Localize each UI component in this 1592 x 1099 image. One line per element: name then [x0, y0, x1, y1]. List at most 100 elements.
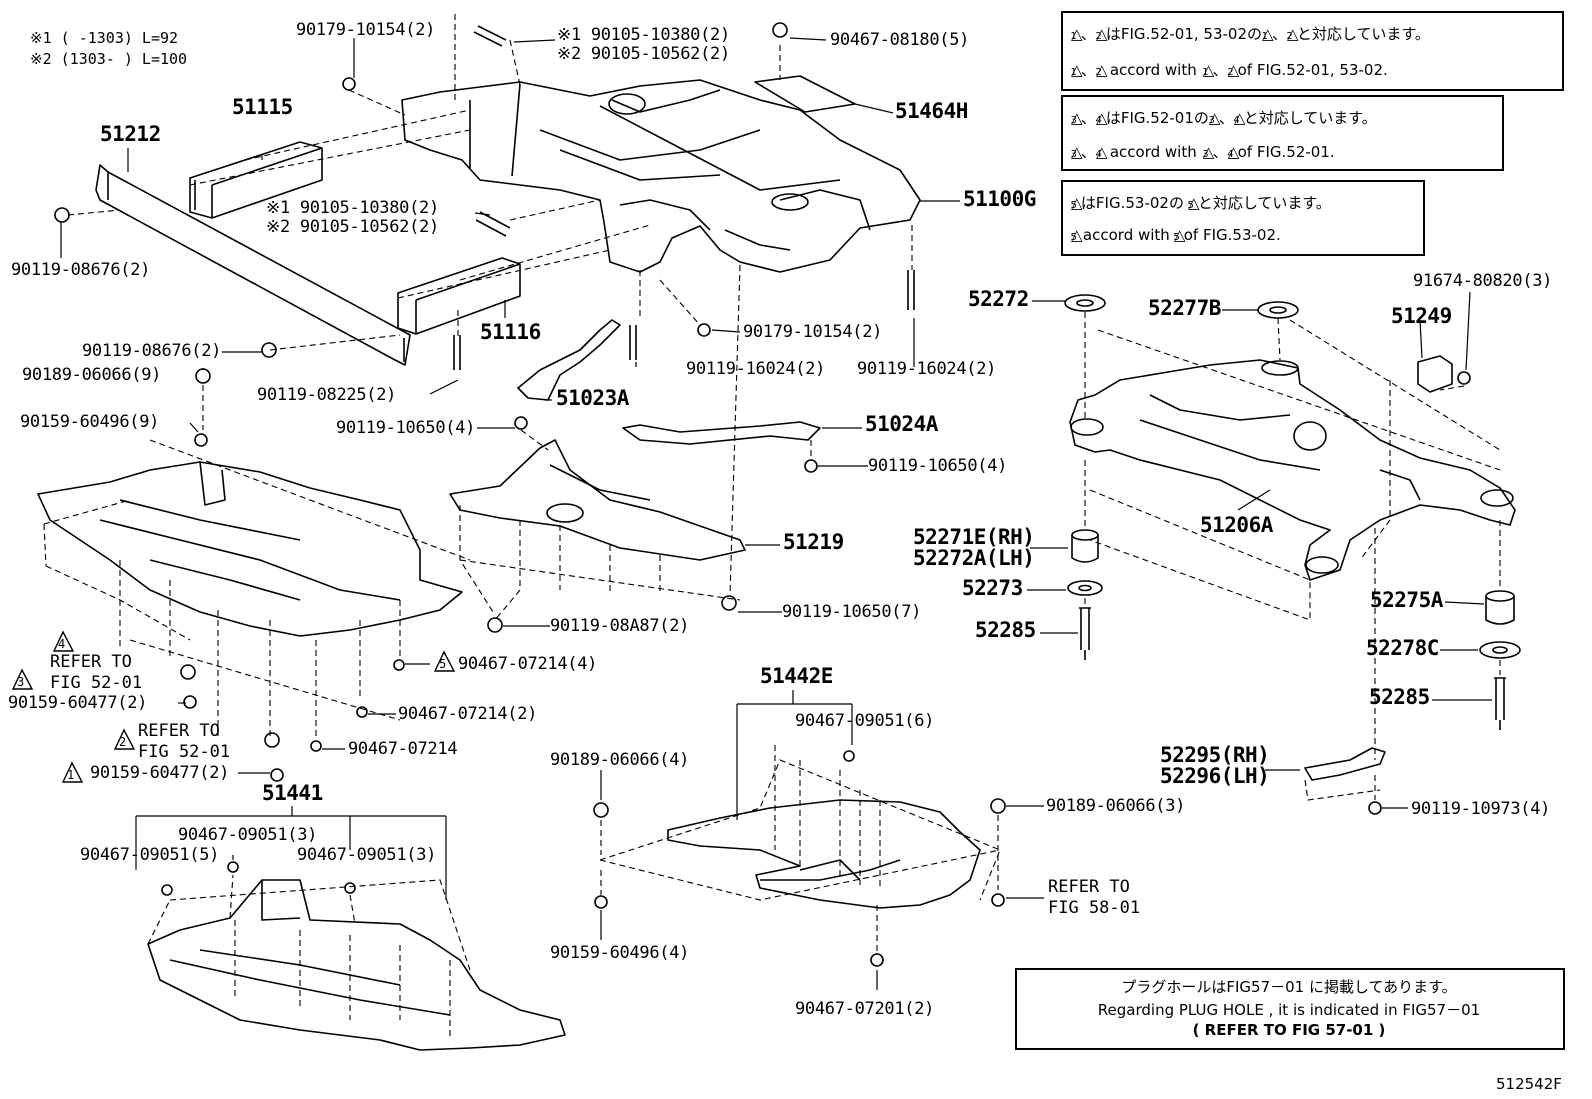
part-90467-09051-6[interactable]: 90467-09051(6) [795, 711, 935, 731]
refer-fig52-b-line2[interactable]: FIG 52-01 [138, 742, 231, 762]
undercover-front-shape [37, 461, 463, 637]
part-51441[interactable]: 51441 [262, 781, 323, 805]
bushing-shapes [1064, 294, 1521, 659]
part-51212[interactable]: 51212 [100, 122, 161, 146]
part-90467-09051-3a[interactable]: 90467-09051(3) [178, 825, 318, 845]
tri-3-icon: △ [1202, 143, 1215, 161]
brace-51219-shape [449, 439, 746, 561]
part-90189-06066-4[interactable]: 90189-06066(4) [550, 750, 690, 770]
part-52275A[interactable]: 52275A [1370, 588, 1443, 612]
bracket-51115-shape [189, 141, 323, 219]
part-90119-16024-b[interactable]: 90119-16024(2) [857, 359, 997, 379]
tri-3-icon: △ [1071, 143, 1083, 161]
part-90179-10154-bottom[interactable]: 90179-10154(2) [743, 322, 883, 342]
plug-hole-note-box: プラグホールはFIG57－01 に掲載してあります。 Regarding PLU… [1015, 968, 1565, 1050]
tri-4-icon: △ [1095, 109, 1108, 127]
part-51464H[interactable]: 51464H [895, 99, 968, 123]
part-51115[interactable]: 51115 [232, 95, 293, 119]
part-90105-10380-b[interactable]: ※1 90105-10380(2) [266, 198, 439, 218]
tri-4-icon: △ [1095, 143, 1108, 161]
part-90467-09051-3b[interactable]: 90467-09051(3) [297, 845, 437, 865]
length-note-2: ※2 (1303- ) L=100 [30, 50, 188, 68]
part-90159-60477-a[interactable]: 90159-60477(2) [8, 693, 148, 713]
part-90467-09051-5[interactable]: 90467-09051(5) [80, 845, 220, 865]
part-90105-10380-a[interactable]: ※1 90105-10380(2) [557, 25, 730, 45]
part-52285-a[interactable]: 52285 [975, 618, 1036, 642]
tri-mark-2: 2 [119, 735, 126, 749]
part-51206A[interactable]: 51206A [1200, 513, 1273, 537]
tri-2-icon: △ [1286, 25, 1299, 43]
tri-2-icon: △ [1095, 61, 1108, 79]
part-52273[interactable]: 52273 [962, 576, 1023, 600]
part-90119-10650-4b[interactable]: 90119-10650(4) [868, 456, 1008, 476]
part-51249[interactable]: 51249 [1391, 304, 1452, 328]
refer-fig52-a-line1[interactable]: REFER TO [50, 652, 132, 672]
part-51100G[interactable]: 51100G [963, 187, 1036, 211]
bar-51212-shape [95, 164, 411, 366]
refer-fig58-line2[interactable]: FIG 58-01 [1048, 898, 1141, 918]
part-52272[interactable]: 52272 [968, 287, 1029, 311]
part-52272A-lh[interactable]: 52272A(LH) [913, 546, 1035, 570]
part-91674-80820[interactable]: 91674-80820(3) [1413, 271, 1553, 291]
brace-51024A-shape [622, 421, 821, 445]
part-90467-07214-4[interactable]: 90467-07214(4) [458, 654, 598, 674]
subframe-51100G-shape [401, 79, 921, 273]
part-90189-06066-3[interactable]: 90189-06066(3) [1046, 796, 1186, 816]
part-90105-10562-b[interactable]: ※2 90105-10562(2) [266, 217, 439, 237]
part-90159-60496-4[interactable]: 90159-60496(4) [550, 943, 690, 963]
part-52278C[interactable]: 52278C [1366, 636, 1439, 660]
plug-note-line-3[interactable]: ( REFER TO FIG 57-01 ) [1192, 1021, 1386, 1039]
part-51219[interactable]: 51219 [783, 530, 844, 554]
refer-fig52-b-line1[interactable]: REFER TO [138, 721, 220, 741]
part-90467-07201[interactable]: 90467-07201(2) [795, 999, 935, 1019]
part-90467-07214[interactable]: 90467-07214 [348, 739, 458, 759]
part-90179-10154-top[interactable]: 90179-10154(2) [296, 20, 436, 40]
part-52296-lh[interactable]: 52296(LH) [1160, 764, 1270, 788]
part-51442E[interactable]: 51442E [760, 664, 833, 688]
part-90119-10973[interactable]: 90119-10973(4) [1411, 799, 1551, 819]
part-52285-b[interactable]: 52285 [1369, 685, 1430, 709]
part-90467-07214-2[interactable]: 90467-07214(2) [398, 704, 538, 724]
tri-1-icon: △ [1071, 25, 1083, 43]
part-90119-16024-a[interactable]: 90119-16024(2) [686, 359, 826, 379]
tri-mark-1: 1 [67, 768, 74, 782]
undercover-51441-shape [147, 879, 566, 1051]
part-90467-08180[interactable]: 90467-08180(5) [830, 30, 970, 50]
part-51116[interactable]: 51116 [480, 320, 541, 344]
plug-note-line-2: Regarding PLUG HOLE , it is indicated in… [1097, 1001, 1481, 1019]
module-51249-shape [1417, 355, 1453, 393]
part-90119-08676-b[interactable]: 90119-08676(2) [82, 341, 222, 361]
part-90119-10650-7[interactable]: 90119-10650(7) [782, 602, 922, 622]
tri-5-icon: △ [1173, 226, 1186, 244]
tri-1-icon: △ [1262, 25, 1274, 43]
part-90159-60477-b[interactable]: 90159-60477(2) [90, 763, 230, 783]
part-90119-10650-4a[interactable]: 90119-10650(4) [336, 418, 476, 438]
refer-fig58-line1[interactable]: REFER TO [1048, 877, 1130, 897]
part-90119-08A87[interactable]: 90119-08A87(2) [550, 616, 690, 636]
part-51024A[interactable]: 51024A [865, 412, 938, 436]
tri-4-icon: △ [1227, 143, 1240, 161]
part-52295-rh[interactable]: 52295(RH) [1160, 743, 1270, 767]
undercover-51442E-shape [667, 799, 981, 909]
part-52277B[interactable]: 52277B [1148, 296, 1221, 320]
part-90105-10562-a[interactable]: ※2 90105-10562(2) [557, 44, 730, 64]
tri-5-icon: △ [1071, 226, 1083, 244]
tri-mark-5: 5 [439, 657, 446, 671]
part-90189-06066-9[interactable]: 90189-06066(9) [22, 365, 162, 385]
refer-fig52-a-line2[interactable]: FIG 52-01 [50, 673, 143, 693]
part-51023A[interactable]: 51023A [556, 386, 629, 410]
figure-id: 512542F [1496, 1075, 1562, 1093]
part-90119-08676-a[interactable]: 90119-08676(2) [11, 260, 151, 280]
part-90159-60496-9[interactable]: 90159-60496(9) [20, 412, 160, 432]
part-52271E-rh[interactable]: 52271E(RH) [913, 525, 1035, 549]
tri-5-icon: △ [1187, 194, 1200, 212]
leader-lines [60, 37, 1492, 990]
part-90119-08225[interactable]: 90119-08225(2) [257, 385, 397, 405]
